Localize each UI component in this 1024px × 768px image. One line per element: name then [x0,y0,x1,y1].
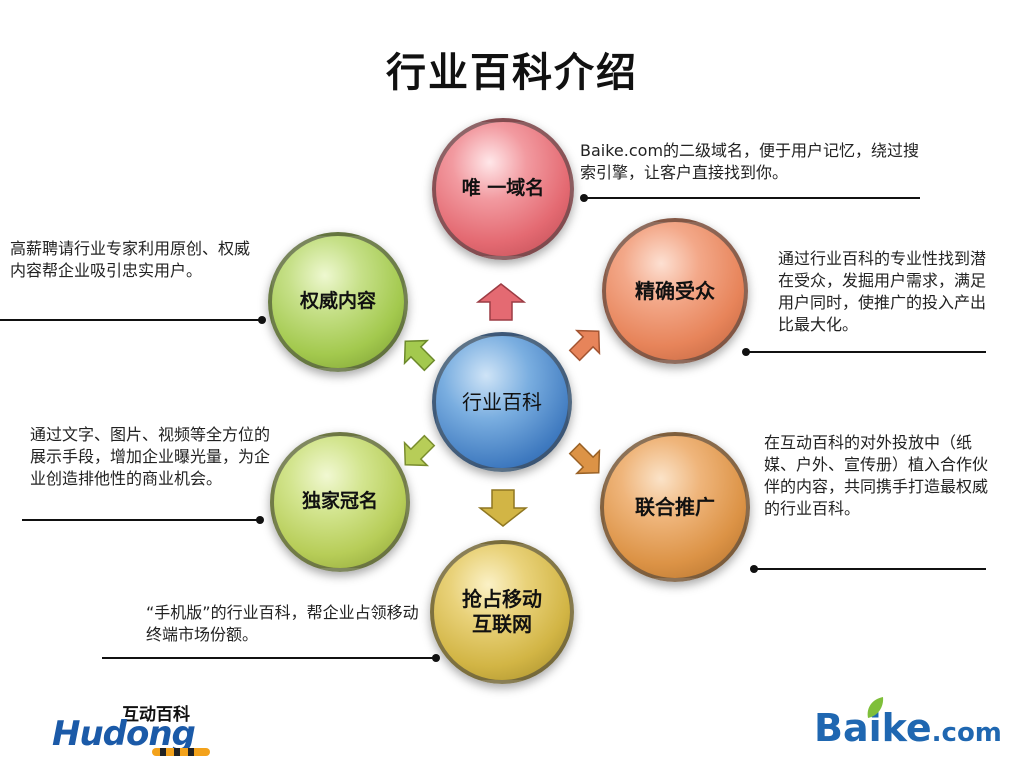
desc-joint-promotion: 在互动百科的对外投放中（纸媒、户外、宣传册）植入合作伙伴的内容，共同携手打造最权… [764,433,989,518]
leader-line [754,568,986,570]
center-hub-circle: 行业百科 [432,332,572,472]
node-mobile-internet: 抢占移动 互联网 [430,540,574,684]
leader-line [102,657,436,659]
hudong-stripe-icon [152,748,210,756]
baike-logo-suffix: .com [931,718,1002,748]
node-precise-audience-label: 精确受众 [635,278,715,303]
desc-authoritative-content: 高薪聘请行业专家利用原创、权威内容帮企业吸引忠实用户。 [10,239,251,280]
node-authoritative-content: 权威内容 [268,232,408,372]
leader-dot [432,654,440,662]
node-authoritative-content-label: 权威内容 [299,290,376,313]
hudong-logo-en: Hudong [52,714,196,754]
node-unique-domain: 唯 一域名 [432,118,574,260]
baike-logo: Baike.com [814,697,1002,750]
leader-line [584,197,920,199]
leader-line [0,319,262,321]
leader-line [22,519,260,521]
center-hub-label: 行业百科 [462,389,542,414]
arrow-upright-icon [568,329,601,362]
arrow-up-icon [476,283,526,321]
node-exclusive-naming: 独家冠名 [270,432,410,572]
node-exclusive-naming-label: 独家冠名 [301,490,378,513]
node-precise-audience: 精确受众 [602,218,748,364]
desc-precise-audience: 通过行业百科的专业性找到潜在受众，发掘用户需求，满足用户同时，使推广的投入产出比… [778,249,987,334]
desc-mobile-internet: “手机版”的行业百科，帮企业占领移动终端市场份额。 [146,603,419,644]
leaf-icon [867,697,884,718]
arrow-down-icon [478,489,528,527]
desc-unique-domain: Baike.com的二级域名，便于用户记忆，绕过搜索引擎，让客户直接找到你。 [580,141,920,182]
arrow-downright-icon [568,442,601,475]
node-unique-domain-label: 唯 一域名 [461,177,545,200]
arrow-downleft-icon [403,434,436,467]
leader-dot [258,316,266,324]
node-mobile-internet-label-line2: 互联网 [472,612,532,636]
desc-exclusive-naming: 通过文字、图片、视频等全方位的展示手段，增加企业曝光量，为企业创造排他性的商业机… [30,425,271,488]
leader-line [746,351,986,353]
page-title: 行业百科介绍 [386,50,638,96]
node-mobile-internet-label-line1: 抢占移动 [462,587,542,611]
arrow-upleft-icon [403,339,436,372]
node-joint-promotion: 联合推广 [600,432,750,582]
node-joint-promotion-label: 联合推广 [635,494,715,519]
hudong-logo-cn: 互动百科 [122,705,190,725]
leader-dot [256,516,264,524]
